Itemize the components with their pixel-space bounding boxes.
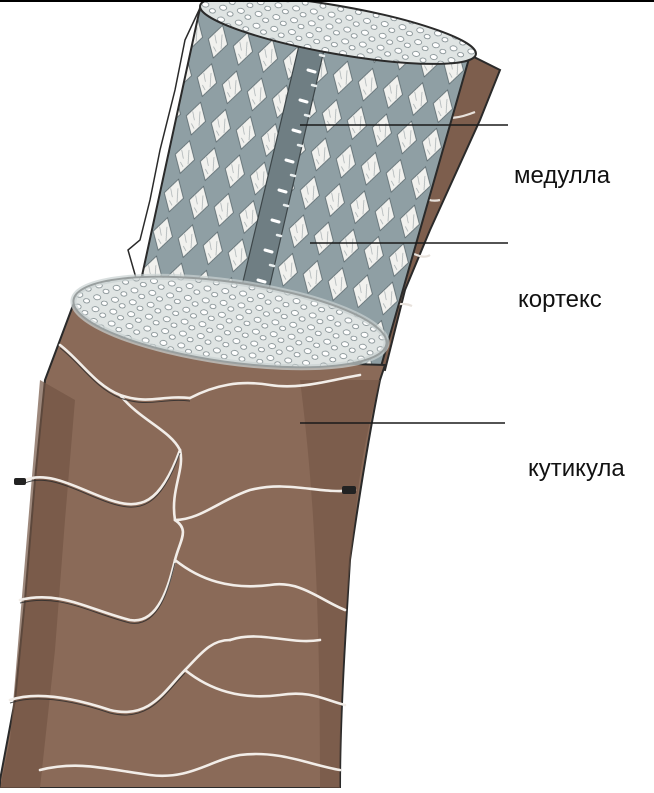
cortex-label: кортекс xyxy=(518,286,602,314)
medulla-label: медулла xyxy=(514,162,610,190)
top-border xyxy=(0,0,654,2)
cuticle-label: кутикула xyxy=(528,455,625,483)
